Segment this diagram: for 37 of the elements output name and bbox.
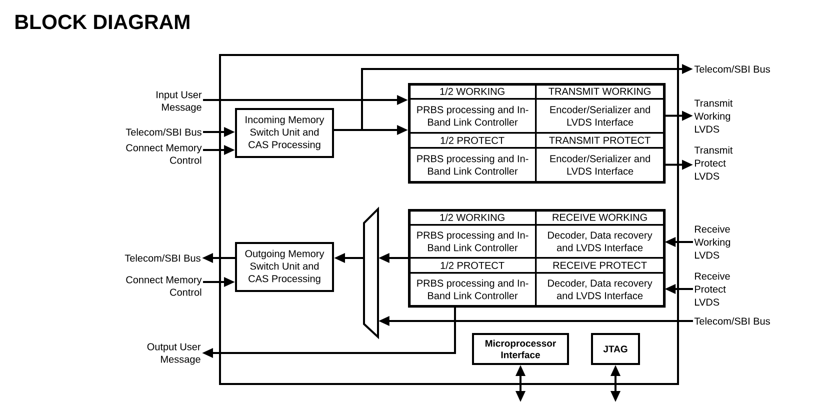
signal-label: Telecom/SBI Bus — [694, 65, 770, 73]
title: BLOCK DIAGRAM — [16, 14, 190, 30]
header-cell: 1/2 WORKING — [408, 83, 537, 100]
process-cell: Decoder, Data recovery and LVDS Interface — [535, 272, 665, 307]
process-cell: PRBS processing and In-Band Link Controller — [408, 98, 537, 134]
signal-label: Receive Working LVDS — [694, 225, 730, 259]
process-box: Outgoing Memory Switch Unit and CAS Processing — [235, 242, 334, 292]
signal-label: Telecom/SBI Bus — [124, 254, 200, 262]
signal-label: Connect Memory Control — [126, 276, 202, 296]
process-box: Microprocessor Interface — [472, 333, 569, 365]
signal-label: Input User Message — [156, 91, 202, 113]
block-outline — [408, 209, 666, 308]
signal-label: Transmit Protect LVDS — [694, 146, 733, 180]
header-cell: TRANSMIT WORKING — [535, 83, 665, 100]
process-cell: Encoder/Serializer and LVDS Interface — [535, 98, 665, 134]
process-box: JTAG — [591, 333, 640, 365]
header-cell: 1/2 PROTECT — [408, 132, 537, 149]
header-cell: TRANSMIT PROTECT — [535, 132, 665, 149]
block-outline — [408, 83, 666, 184]
header-cell: 1/2 WORKING — [408, 209, 537, 226]
process-cell: Decoder, Data recovery and LVDS Interface — [535, 224, 665, 259]
chip-outline — [219, 54, 679, 385]
signal-label: Output User Message — [147, 343, 201, 365]
header-cell: RECEIVE PROTECT — [535, 257, 665, 274]
multiplexer — [363, 206, 379, 340]
signal-label: Transmit Working LVDS — [694, 99, 733, 133]
process-cell: Encoder/Serializer and LVDS Interface — [535, 147, 665, 183]
signal-label: Connect Memory Control — [126, 144, 202, 164]
header-cell: 1/2 PROTECT — [408, 257, 537, 274]
header-cell: RECEIVE WORKING — [535, 209, 665, 226]
signal-label: Telecom/SBI Bus — [694, 317, 770, 325]
process-box: Incoming Memory Switch Unit and CAS Processing — [235, 108, 334, 158]
process-cell: PRBS processing and In-Band Link Controller — [408, 147, 537, 183]
signal-label: Telecom/SBI Bus — [126, 128, 202, 136]
signal-label: Receive Protect LVDS — [695, 272, 730, 306]
process-cell: PRBS processing and In-Band Link Controller — [408, 224, 537, 259]
process-cell: PRBS processing and In-Band Link Controller — [408, 272, 537, 307]
